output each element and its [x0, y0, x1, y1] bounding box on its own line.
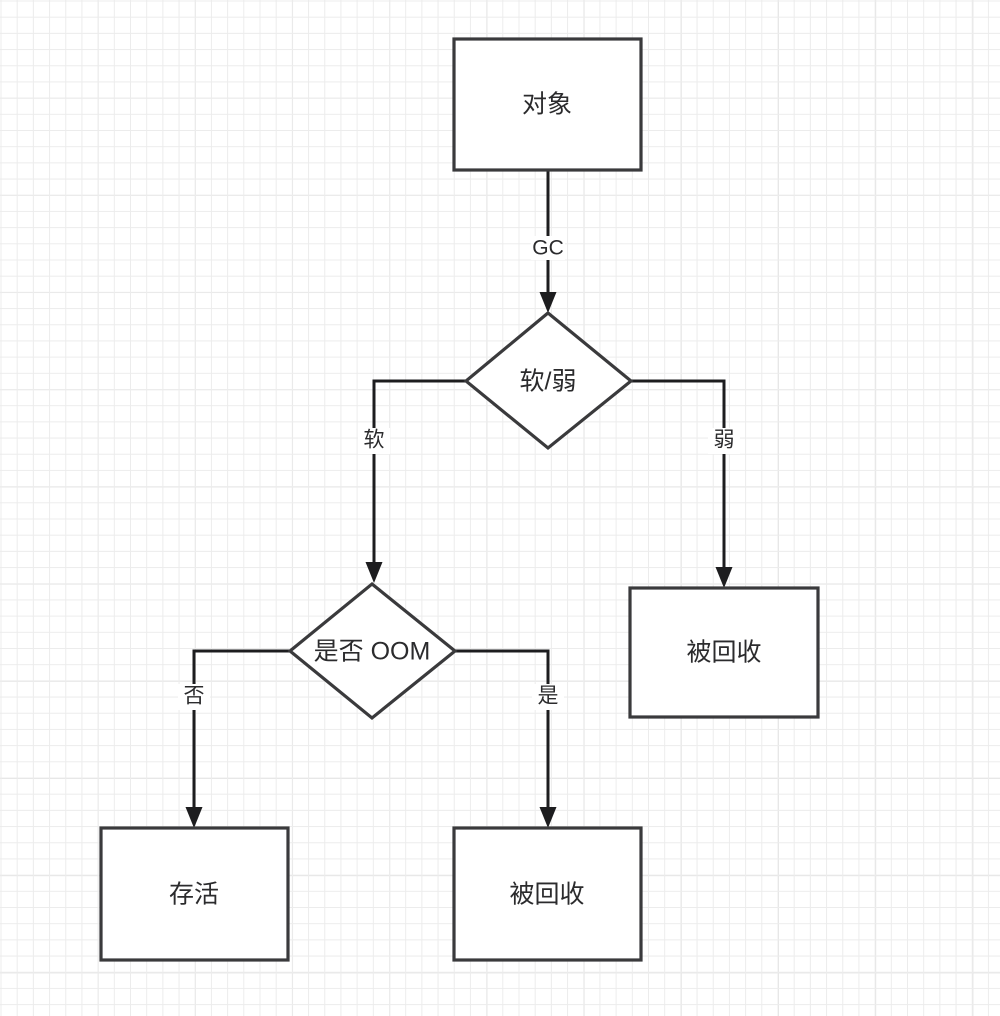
node-shape-diamond[interactable]: [463, 310, 634, 451]
edge-is-oom-to-collected-bottom: 是: [455, 649, 564, 828]
edge-label-backdrop: [178, 684, 210, 710]
node-label-collected-bottom: 被回收: [509, 881, 584, 909]
arrow-head-icon: [365, 562, 383, 583]
edge-label-backdrop: [358, 428, 390, 454]
arrow-head-icon: [539, 807, 557, 828]
edge-soft-weak-to-collected-right: 弱: [631, 379, 740, 588]
edge-label-backdrop: [532, 684, 564, 710]
arrow-head-icon: [539, 292, 557, 313]
edge-soft-weak-to-is-oom: 软: [358, 379, 466, 583]
node-label-object: 对象: [522, 91, 572, 119]
node-label-is-oom: 是否 OOM: [314, 638, 431, 666]
node-collected-bottom[interactable]: 被回收: [452, 826, 643, 962]
edge-line: [631, 379, 726, 575]
arrow-head-icon: [185, 807, 203, 828]
node-label-soft-weak: 软/弱: [520, 368, 577, 396]
node-shape-rectangle[interactable]: [452, 37, 643, 172]
node-shape-rectangle[interactable]: [99, 826, 290, 962]
edge-line: [455, 649, 550, 815]
edge-is-oom-to-survive: 否: [178, 649, 290, 828]
edge-label-yes: 是: [538, 685, 559, 708]
edge-label-no: 否: [184, 685, 205, 708]
node-label-collected-right: 被回收: [686, 639, 761, 667]
edge-line: [372, 379, 466, 570]
node-shape-rectangle[interactable]: [452, 826, 643, 962]
node-soft-weak[interactable]: 软/弱: [463, 310, 634, 451]
node-is-oom[interactable]: 是否 OOM: [287, 581, 458, 721]
node-survive[interactable]: 存活: [99, 826, 290, 962]
node-label-survive: 存活: [169, 881, 219, 909]
node-object[interactable]: 对象: [452, 37, 643, 172]
edge-label-gc: GC: [532, 237, 564, 260]
edge-object-to-soft-weak: GC: [531, 170, 565, 313]
edge-line: [192, 649, 290, 815]
edge-label-soft: 软: [364, 429, 385, 452]
node-collected-right[interactable]: 被回收: [628, 586, 820, 719]
node-shape-diamond[interactable]: [287, 581, 458, 721]
node-shape-rectangle[interactable]: [628, 586, 820, 719]
edge-label-backdrop: [531, 236, 565, 260]
arrow-head-icon: [715, 567, 733, 588]
edge-label-weak: 弱: [714, 429, 735, 452]
edge-label-backdrop: [708, 428, 740, 454]
